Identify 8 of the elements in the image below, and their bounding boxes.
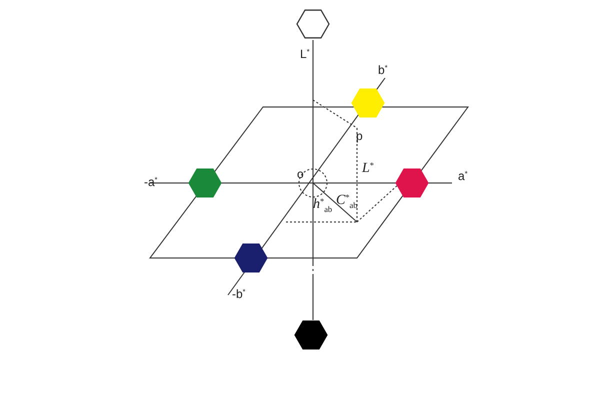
axis-label: L$^{*}$ — [362, 162, 374, 176]
axis-label: b$^{*}$ — [378, 64, 388, 76]
axis-label: o — [297, 168, 304, 180]
axis-label: L$^{*}$ — [300, 48, 310, 60]
axis-label: a$^{*}$ — [458, 170, 468, 182]
axis-label: -b$^{*}$ — [232, 288, 246, 300]
axis-label: -a$^{*}$ — [144, 176, 158, 188]
axis-label: p — [356, 130, 363, 142]
